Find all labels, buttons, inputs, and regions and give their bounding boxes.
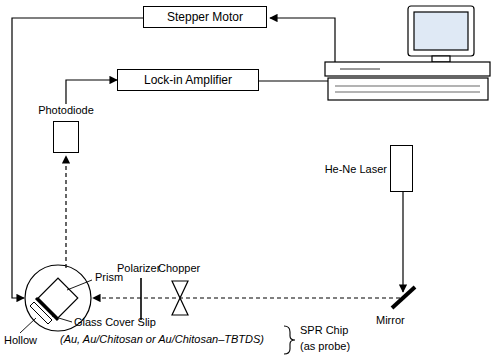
part-label: (Au, Au/Chitosan or Au/Chitosan–TBTDS): [60, 333, 264, 346]
part-label: Prism: [95, 271, 123, 284]
leader-line: [20, 318, 36, 333]
laser-box: He-Ne Laser: [325, 145, 413, 192]
part-label: SPR Chip: [300, 324, 348, 337]
box-label: Stepper Motor: [150, 10, 260, 24]
part-label: Mirror: [376, 314, 405, 327]
laser-symbol: [390, 145, 413, 192]
control-wire: [270, 18, 335, 62]
part-label: Chopper: [158, 262, 200, 275]
motor-drive-wire: [12, 18, 143, 298]
photodiode-box: Photodiode: [38, 104, 94, 153]
leader-line: [52, 316, 72, 322]
part-label: Polarizer: [117, 262, 160, 275]
signal-wire: [259, 80, 328, 81]
process-box: Stepper Motor: [143, 6, 267, 28]
brace: [284, 326, 295, 354]
component-label: Photodiode: [38, 104, 94, 117]
part-label: Glass Cover Slip: [74, 316, 156, 329]
leader-line: [67, 280, 92, 290]
computer-icon: [325, 6, 490, 100]
mirror-symbol: [392, 287, 415, 308]
incident-beam: [93, 297, 400, 298]
part-label: (as probe): [300, 340, 350, 353]
polarizer-symbol: [140, 278, 142, 320]
process-box: Lock-in Amplifier: [117, 69, 259, 91]
reflected-beam: [65, 156, 66, 268]
laser-beam: [402, 190, 403, 292]
chopper-symbol: [172, 281, 188, 315]
signal-connector: [66, 80, 117, 104]
photodiode-symbol: [53, 121, 79, 153]
box-label: Lock-in Amplifier: [124, 73, 252, 87]
component-label: He-Ne Laser: [325, 163, 387, 175]
part-label: Hollow: [4, 334, 37, 347]
